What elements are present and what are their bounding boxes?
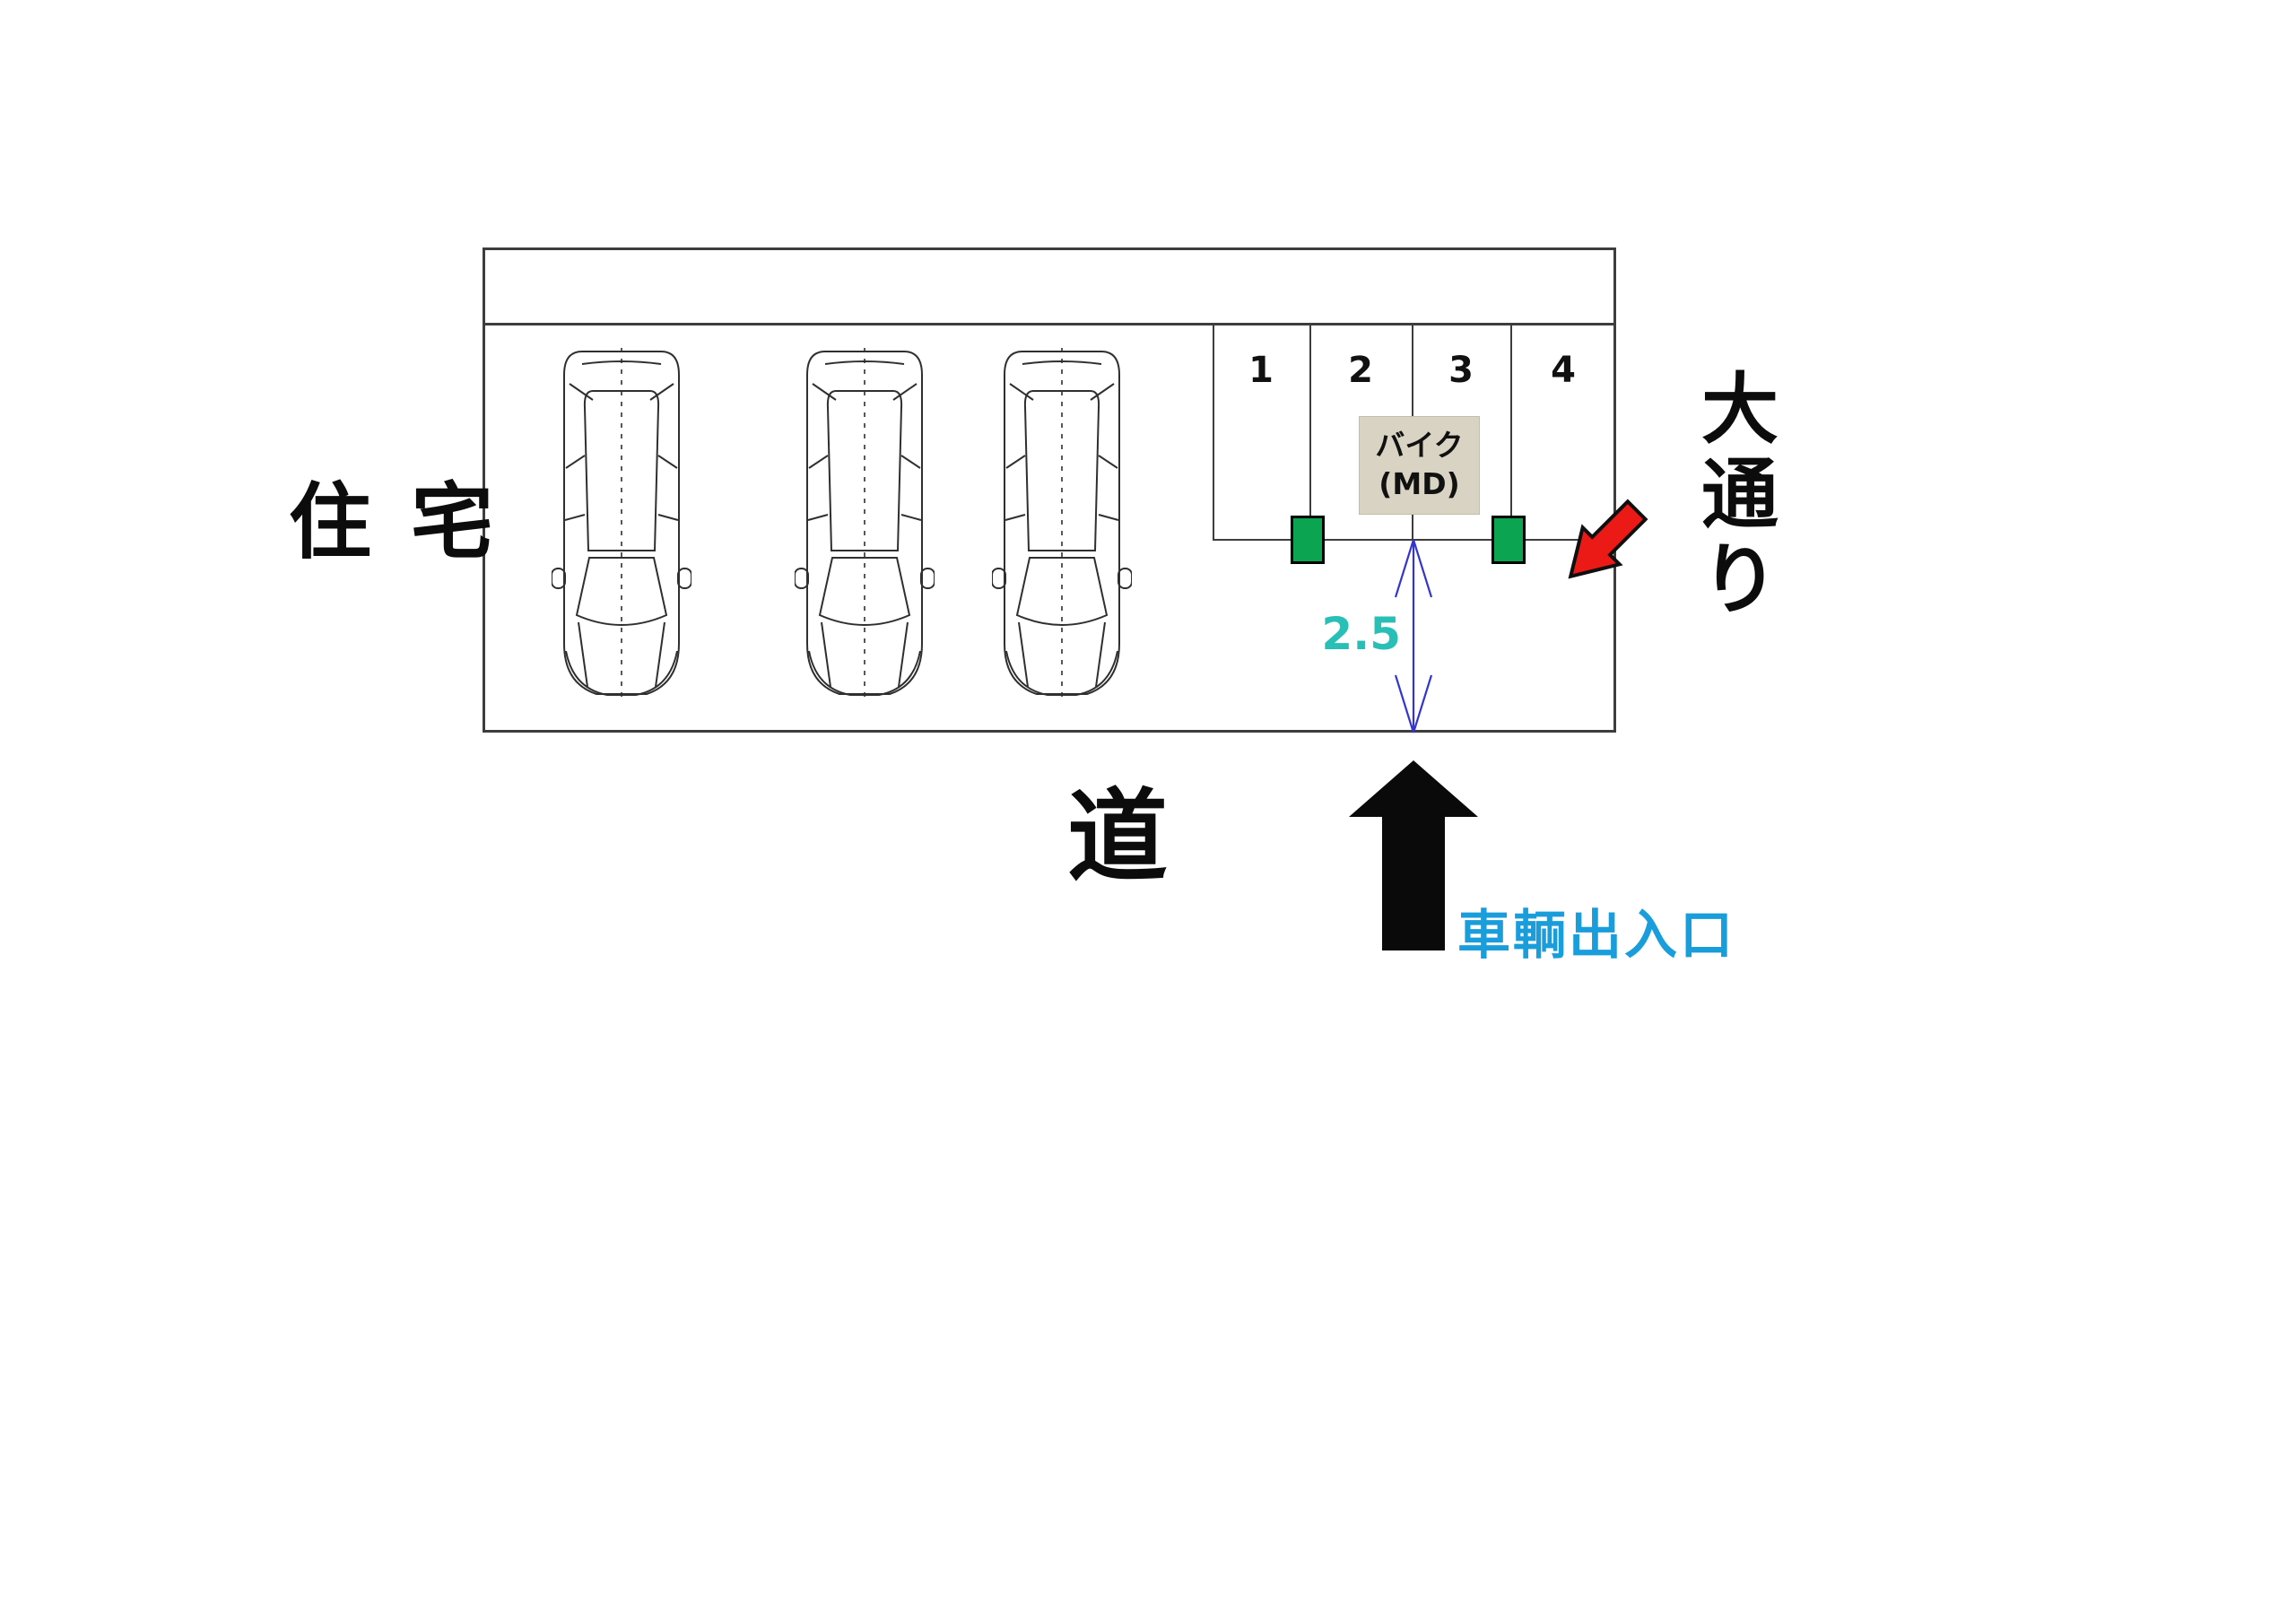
top-strip-divider-line — [483, 323, 1616, 325]
space-number-2: 2 — [1348, 350, 1373, 391]
main-street-label: 大 通 り — [1698, 368, 1782, 623]
residence-label: 住 宅 — [289, 474, 500, 570]
space-number-3: 3 — [1448, 350, 1474, 391]
vehicle-entrance-label: 車輌出入口 — [1457, 904, 1736, 966]
bike-space-box: バイク (MD) — [1359, 416, 1480, 515]
space-divider-line — [1510, 325, 1512, 540]
car-top-view — [992, 348, 1132, 701]
entrance-arrow-icon — [1345, 758, 1482, 953]
space-divider-line — [1213, 325, 1214, 540]
space-number-4: 4 — [1551, 350, 1576, 391]
bike-label: バイク — [1375, 428, 1464, 463]
aisle-dimension-label: 2.5 — [1321, 608, 1401, 660]
bike-md-label: (MD) — [1378, 466, 1460, 501]
dimension-arrow-icon — [1379, 533, 1448, 739]
main-street-char: 通 — [1701, 450, 1779, 540]
main-street-char: り — [1701, 535, 1779, 625]
car-top-view — [795, 348, 935, 701]
green-post-marker — [1291, 516, 1325, 564]
main-street-char: 大 — [1701, 365, 1779, 455]
road-label: 道 — [1067, 779, 1168, 896]
space-divider-line — [1309, 325, 1311, 540]
lot-outline — [483, 247, 1616, 733]
red-direction-arrow-icon — [1554, 491, 1653, 599]
green-post-marker — [1492, 516, 1526, 564]
car-top-view — [552, 348, 691, 701]
space-number-1: 1 — [1248, 350, 1274, 391]
